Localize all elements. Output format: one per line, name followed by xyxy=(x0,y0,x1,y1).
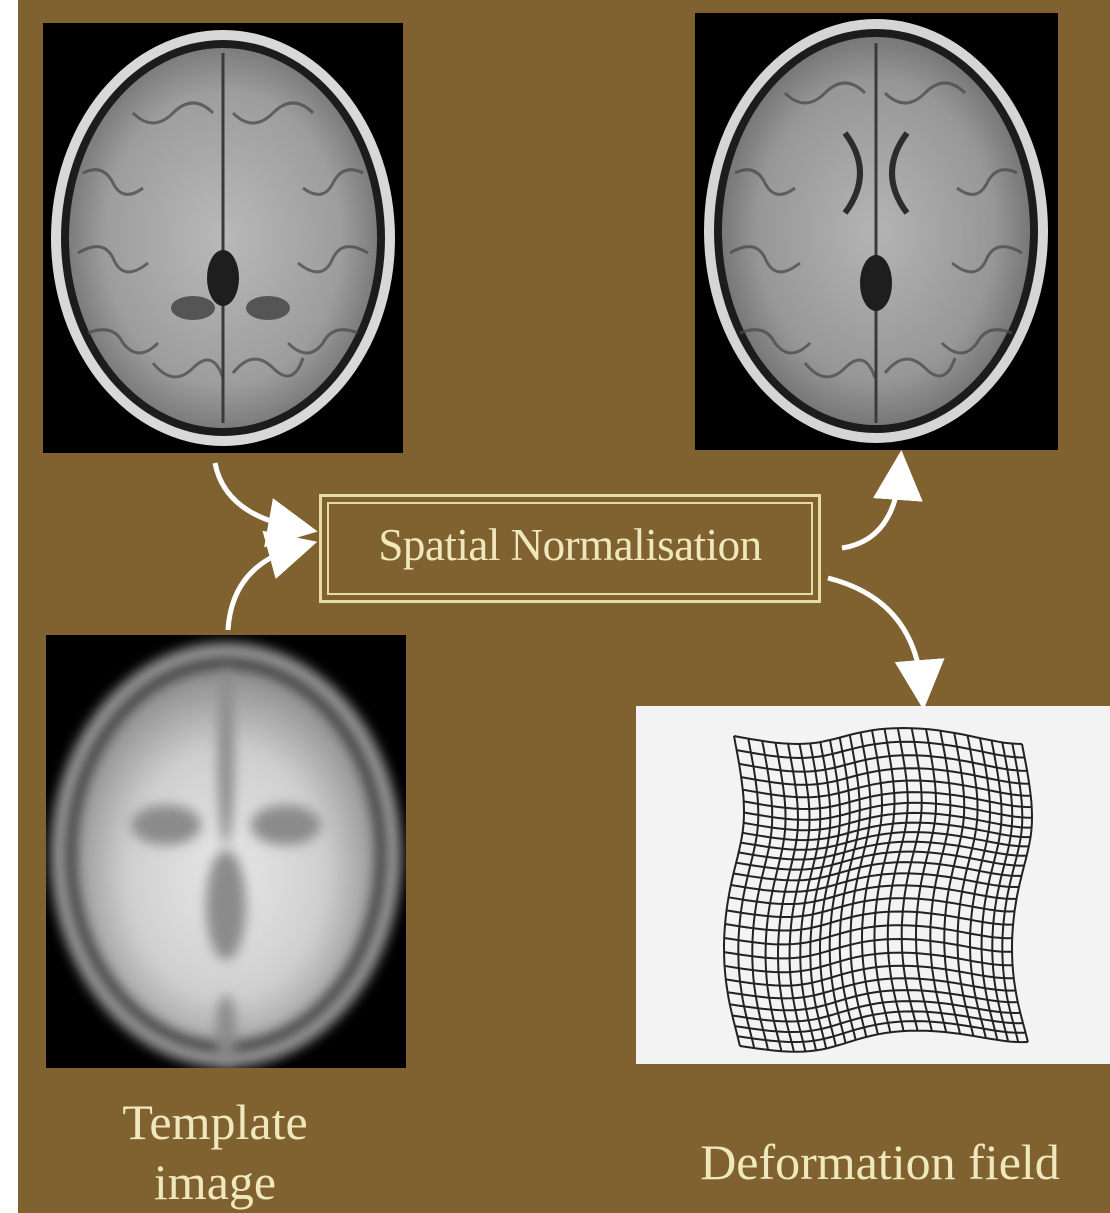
template-caption-line1: Template xyxy=(65,1092,365,1152)
deformation-grid-icon xyxy=(636,706,1110,1064)
brain-template-icon xyxy=(46,635,406,1068)
grid-line-vertical xyxy=(1002,744,1022,1043)
grid-line-vertical xyxy=(830,738,850,1044)
source-mri-image xyxy=(43,23,403,453)
brain-scan-icon xyxy=(43,23,403,453)
process-label: Spatial Normalisation xyxy=(322,519,818,571)
template-caption: Template image xyxy=(65,1092,365,1212)
grid-line-vertical xyxy=(888,728,908,1031)
normalised-mri-image xyxy=(695,13,1058,450)
grid-line-horizontal xyxy=(744,803,1032,820)
template-mri-image xyxy=(46,635,406,1068)
grid-line-vertical xyxy=(1012,744,1032,1042)
grid-line-horizontal xyxy=(734,728,1022,744)
grid-line-vertical xyxy=(992,742,1012,1041)
grid-line-vertical xyxy=(800,743,820,1050)
grid-line-vertical xyxy=(820,740,840,1046)
template-caption-line2: image xyxy=(65,1152,365,1212)
grid-line-vertical xyxy=(875,729,895,1033)
grid-line-vertical xyxy=(724,736,744,1046)
deformation-caption: Deformation field xyxy=(660,1132,1100,1192)
spatial-normalisation-box: Spatial Normalisation xyxy=(319,494,821,603)
grid-line-vertical xyxy=(810,742,830,1049)
deformation-field-panel xyxy=(636,706,1110,1064)
brain-scan-icon xyxy=(695,13,1058,450)
